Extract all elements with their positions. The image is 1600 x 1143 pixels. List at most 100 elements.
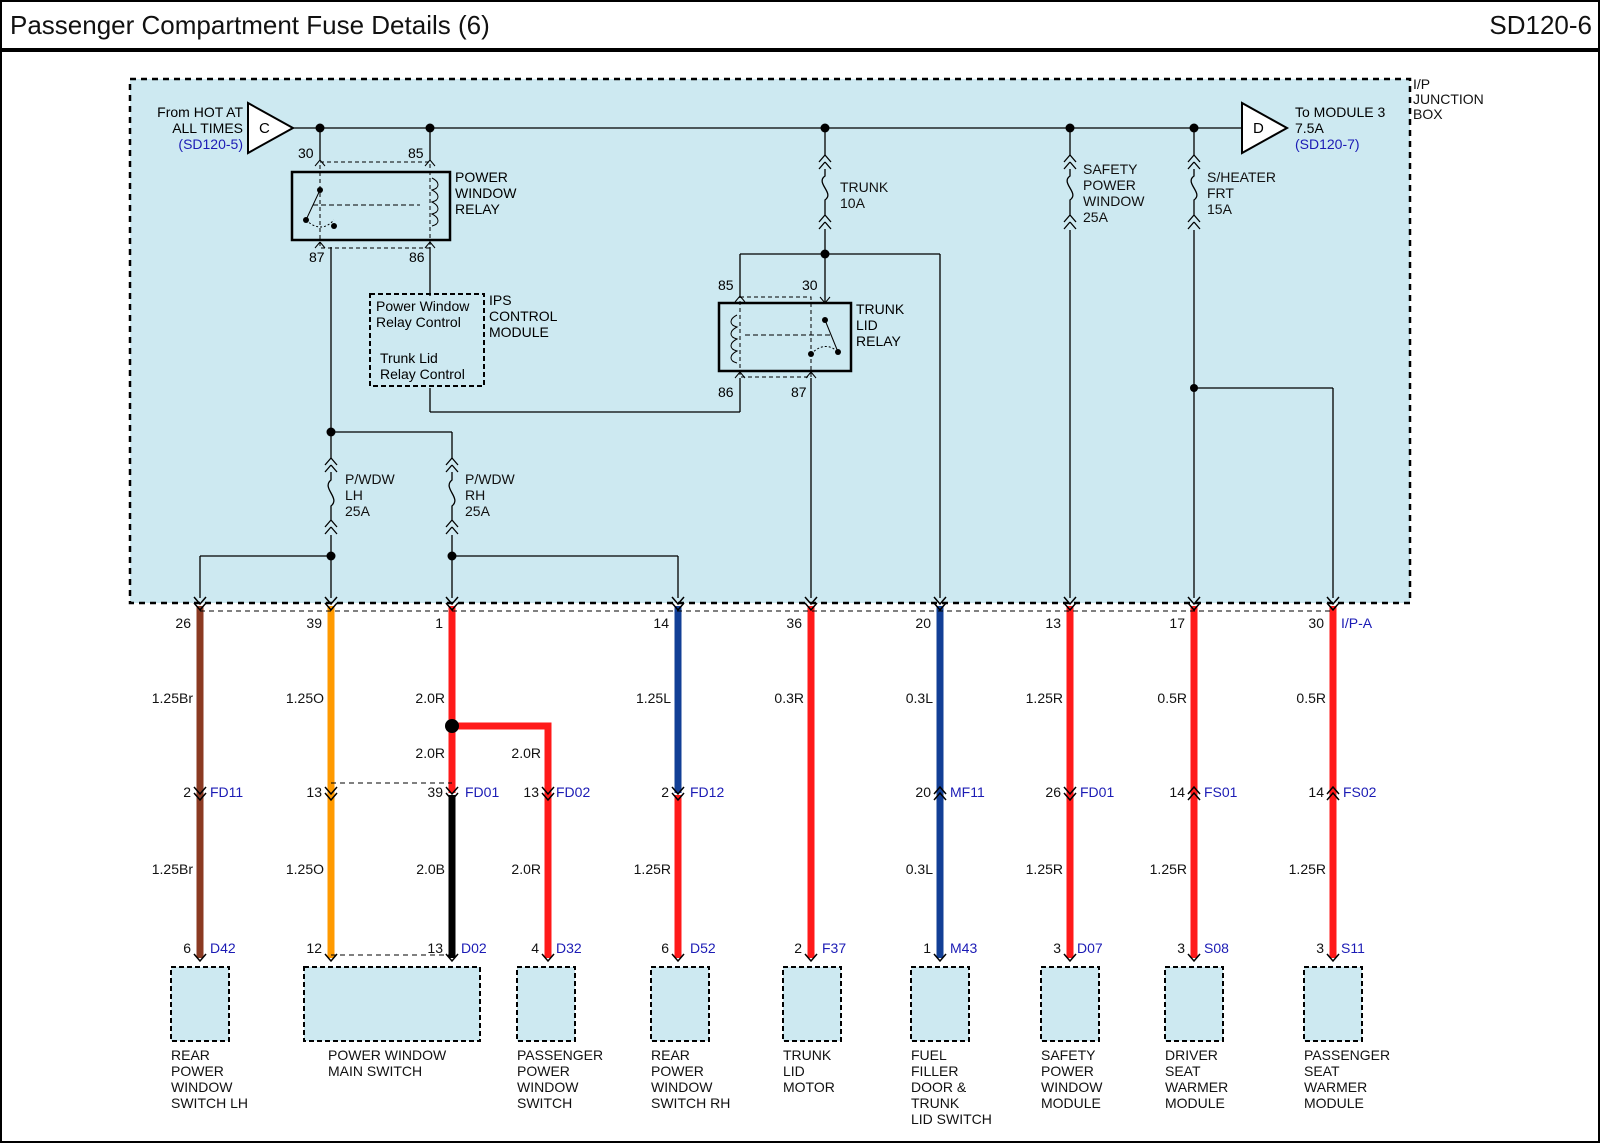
svg-text:1.25Br: 1.25Br [152,690,194,706]
header-bar: Passenger Compartment Fuse Details (6) S… [0,0,1600,52]
svg-text:LID: LID [856,317,878,333]
svg-text:1.25Br: 1.25Br [152,861,194,877]
svg-text:S11: S11 [1341,940,1365,956]
svg-text:25A: 25A [345,503,371,519]
svg-text:1.25R: 1.25R [1026,690,1063,706]
svg-text:DOOR &: DOOR & [911,1079,967,1095]
svg-text:P/WDW: P/WDW [345,471,396,487]
component-box [1303,966,1363,1042]
component-box [782,966,842,1042]
svg-text:POWER: POWER [171,1063,224,1079]
svg-text:3: 3 [1053,940,1061,956]
svg-text:TRUNK: TRUNK [911,1095,960,1111]
svg-text:2: 2 [794,940,802,956]
svg-text:10A: 10A [840,195,866,211]
svg-text:0.3R: 0.3R [774,690,804,706]
splice-dots [315,123,1199,561]
svg-text:SEAT: SEAT [1304,1063,1340,1079]
svg-text:39: 39 [427,784,443,800]
bus-lines [199,127,1334,598]
svg-text:WINDOW: WINDOW [651,1079,713,1095]
pin-top: 13 [1045,615,1061,631]
svg-text:3: 3 [1316,940,1324,956]
connector-lines [200,610,1333,956]
svg-text:25A: 25A [1083,209,1109,225]
svg-text:(SD120-5): (SD120-5) [178,136,243,152]
svg-text:30: 30 [298,145,314,161]
svg-text:POWER: POWER [455,169,508,185]
svg-text:Relay Control: Relay Control [380,366,465,382]
svg-text:85: 85 [408,145,424,161]
svg-text:S08: S08 [1204,940,1229,956]
connector-chevrons [193,596,1340,963]
component-box [303,966,481,1042]
svg-text:Trunk Lid: Trunk Lid [380,350,438,366]
svg-text:1.25O: 1.25O [286,690,324,706]
power-window-relay: 30 85 87 86 POWER WINDOW RELAY [290,145,517,265]
svg-text:LID SWITCH: LID SWITCH [911,1111,992,1127]
pin-top: 30 [1308,615,1324,631]
svg-text:SAFETY: SAFETY [1083,161,1138,177]
svg-text:0.3L: 0.3L [906,690,933,706]
svg-text:TRUNK: TRUNK [856,301,905,317]
svg-text:MODULE: MODULE [1304,1095,1364,1111]
wire-splice [445,719,459,733]
svg-text:7.5A: 7.5A [1295,120,1324,136]
svg-text:FS02: FS02 [1343,784,1377,800]
svg-text:PASSENGER: PASSENGER [517,1047,603,1063]
colored-wires [196,606,1337,958]
svg-text:WARMER: WARMER [1304,1079,1367,1095]
svg-text:MODULE: MODULE [1041,1095,1101,1111]
svg-text:2: 2 [183,784,191,800]
pin-top: 14 [653,615,669,631]
svg-text:POWER: POWER [1083,177,1136,193]
svg-text:P/WDW: P/WDW [465,471,516,487]
svg-text:1.25R: 1.25R [634,861,671,877]
svg-text:IPS: IPS [489,292,512,308]
svg-text:FRT: FRT [1207,185,1234,201]
svg-text:BOX: BOX [1413,106,1443,122]
svg-text:13: 13 [427,940,443,956]
svg-text:2.0R: 2.0R [415,690,445,706]
connector-ipa: I/P-A [1341,615,1373,631]
svg-text:FUEL: FUEL [911,1047,947,1063]
svg-text:MODULE: MODULE [489,324,549,340]
svg-text:SAFETY: SAFETY [1041,1047,1096,1063]
svg-text:POWER: POWER [651,1063,704,1079]
svg-text:FD02: FD02 [556,784,590,800]
component-box [910,966,970,1042]
component-labels: REAR POWER WINDOW SWITCH LH POWER WINDOW… [171,1047,1390,1127]
svg-text:2.0R: 2.0R [415,745,445,761]
svg-text:WINDOW: WINDOW [1041,1079,1103,1095]
pin-top: 36 [786,615,802,631]
svg-text:REAR: REAR [651,1047,690,1063]
svg-text:MAIN SWITCH: MAIN SWITCH [328,1063,422,1079]
svg-text:25A: 25A [465,503,491,519]
svg-text:JUNCTION: JUNCTION [1413,91,1484,107]
fuse-symbols [324,154,1201,535]
svg-text:SWITCH RH: SWITCH RH [651,1095,730,1111]
component-box [650,966,710,1042]
pin-top: 17 [1169,615,1185,631]
svg-text:30: 30 [802,277,818,293]
svg-text:POWER: POWER [1041,1063,1094,1079]
svg-text:WARMER: WARMER [1165,1079,1228,1095]
junction-box [128,77,1412,605]
svg-text:D: D [1253,120,1264,137]
svg-text:0.5R: 0.5R [1157,690,1187,706]
svg-text:LH: LH [345,487,363,503]
svg-text:D42: D42 [210,940,236,956]
svg-text:I/P: I/P [1413,76,1430,92]
svg-text:D07: D07 [1077,940,1103,956]
svg-text:86: 86 [409,249,425,265]
svg-text:86: 86 [718,384,734,400]
svg-text:2.0B: 2.0B [416,861,445,877]
destination-connector: D To MODULE 3 7.5A (SD120-7) [1241,101,1385,155]
svg-text:WINDOW: WINDOW [455,185,517,201]
svg-text:WINDOW: WINDOW [517,1079,579,1095]
svg-text:FS01: FS01 [1204,784,1238,800]
svg-text:Power Window: Power Window [376,298,470,314]
svg-text:D02: D02 [461,940,487,956]
svg-text:6: 6 [183,940,191,956]
